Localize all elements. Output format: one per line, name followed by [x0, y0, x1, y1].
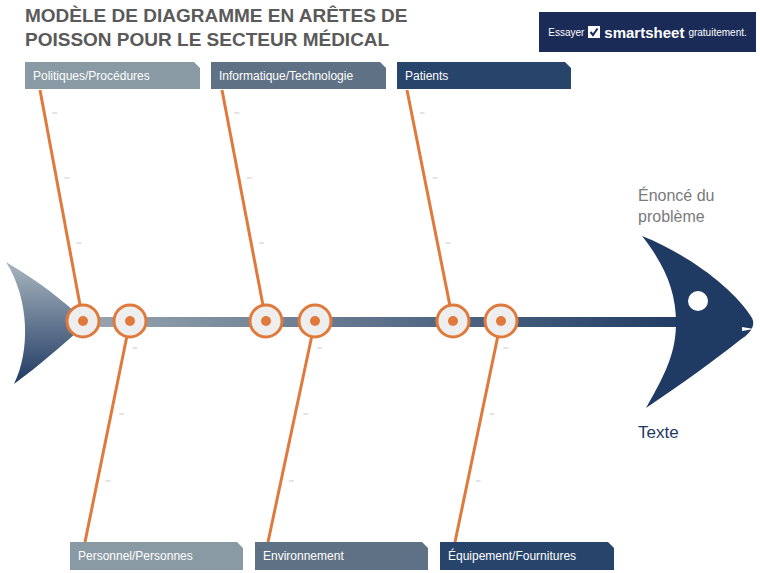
check-icon — [588, 26, 600, 38]
try-badge: Essayer smartsheet gratuitement. — [539, 12, 756, 52]
category-label: Équipement/Fournitures — [448, 549, 576, 563]
category-label: Patients — [405, 69, 448, 83]
bones — [40, 90, 501, 542]
joints — [67, 305, 517, 337]
category-box: Politiques/Procédures — [25, 62, 200, 89]
category-label: Informatique/Technologie — [219, 69, 353, 83]
fish-head — [642, 236, 753, 408]
tick-marks — [52, 113, 508, 481]
badge-text: smartsheet — [604, 24, 684, 41]
diagram-title: MODÈLE DE DIAGRAMME EN ARÊTES DE POISSON… — [25, 4, 445, 52]
fish-mouth — [742, 327, 754, 331]
category-box: Patients — [397, 62, 571, 89]
category-label: Politiques/Procédures — [33, 69, 150, 83]
category-box: Équipement/Fournitures — [440, 542, 614, 570]
badge-text: gratuitement. — [688, 27, 746, 38]
problem-statement: Énoncé du problème — [638, 185, 750, 227]
category-box: Environnement — [255, 542, 428, 570]
category-box: Informatique/Technologie — [211, 62, 386, 89]
fish-eye — [688, 291, 708, 311]
category-box: Personnel/Personnes — [70, 542, 243, 570]
category-label: Environnement — [263, 549, 344, 563]
category-label: Personnel/Personnes — [78, 549, 193, 563]
head-text: Texte — [638, 422, 748, 443]
badge-text: Essayer — [548, 27, 584, 38]
fish-spine — [70, 317, 690, 327]
